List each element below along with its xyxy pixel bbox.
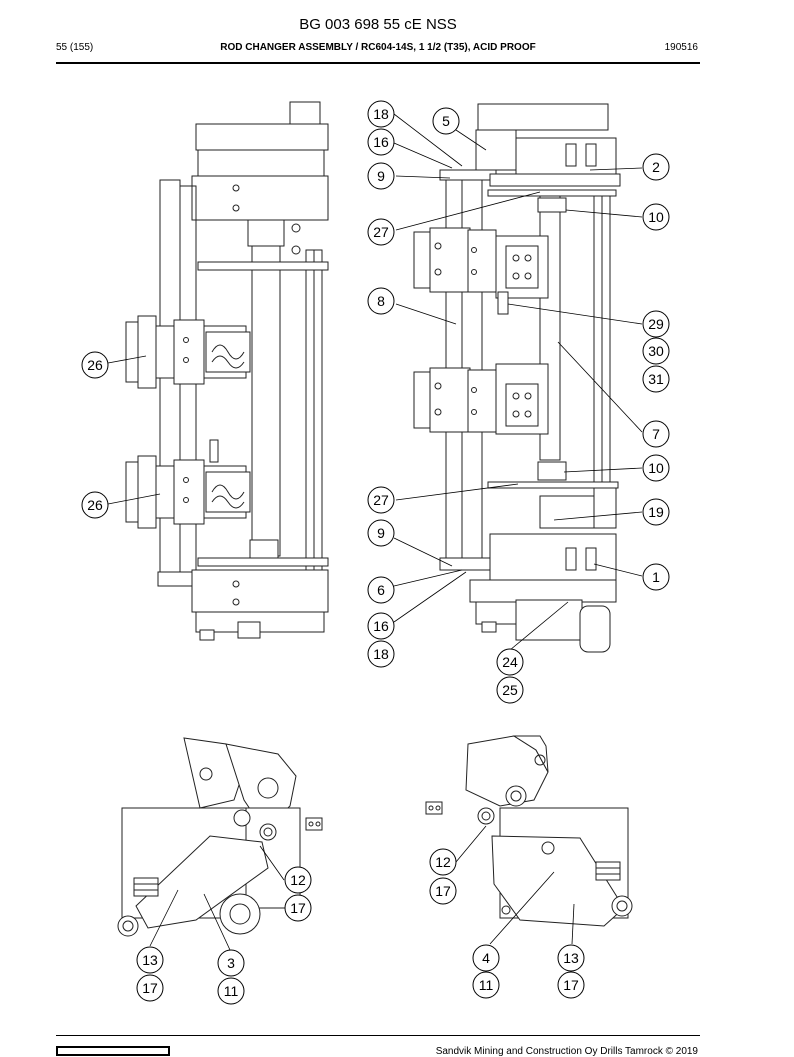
callout-10-top: 10 [642,203,670,231]
callout-26-upper: 26 [81,351,109,379]
footer-copyright: Sandvik Mining and Construction Oy Drill… [435,1046,698,1057]
callout-17-left-lower: 17 [136,974,164,1002]
svg-text:13: 13 [142,952,158,968]
callout-balloons: 18 5 16 2 9 10 27 8 29 30 26 31 7 10 26 … [81,100,670,1005]
svg-text:26: 26 [87,357,103,373]
callout-17-right-upper: 17 [429,877,457,905]
svg-text:11: 11 [224,983,239,999]
svg-text:12: 12 [290,872,306,888]
svg-text:17: 17 [563,977,579,993]
svg-text:31: 31 [648,371,664,387]
svg-text:13: 13 [563,950,579,966]
svg-text:16: 16 [373,618,389,634]
svg-text:17: 17 [142,980,158,996]
callout-11-left: 11 [217,977,245,1005]
bottom-right-detail-view [425,735,633,927]
callout-17-left-upper: 17 [284,894,312,922]
svg-text:17: 17 [290,900,306,916]
callout-18-top: 18 [367,100,395,128]
callout-8: 8 [367,287,395,315]
svg-text:7: 7 [652,426,660,442]
sandvik-logo [56,1046,170,1056]
svg-text:12: 12 [435,854,451,870]
svg-text:30: 30 [648,343,664,359]
callout-12-right: 12 [429,848,457,876]
svg-text:1: 1 [652,569,660,585]
svg-text:26: 26 [87,497,103,513]
callout-25: 25 [496,676,524,704]
callout-24: 24 [496,648,524,676]
svg-text:10: 10 [648,209,664,225]
svg-text:2: 2 [652,159,660,175]
svg-text:24: 24 [502,654,518,670]
callout-31: 31 [642,365,670,393]
callout-26-lower: 26 [81,491,109,519]
svg-text:6: 6 [377,582,385,598]
callout-2: 2 [642,153,670,181]
svg-text:9: 9 [377,525,385,541]
callout-18-bottom: 18 [367,640,395,668]
callout-3: 3 [217,949,245,977]
callout-30: 30 [642,337,670,365]
document-code: BG 003 698 55 cE NSS [299,16,457,33]
svg-text:4: 4 [482,950,490,966]
svg-text:27: 27 [373,224,389,240]
svg-text:3: 3 [227,955,235,971]
svg-text:19: 19 [648,504,664,520]
bottom-left-detail-view [117,737,323,937]
page-number: 55 (155) [56,42,94,53]
svg-text:8: 8 [377,293,385,309]
svg-text:11: 11 [479,977,494,993]
callout-27-bottom: 27 [367,486,395,514]
callout-5: 5 [432,107,460,135]
callout-12-left: 12 [284,866,312,894]
svg-text:10: 10 [648,460,664,476]
callout-27-top: 27 [367,218,395,246]
svg-text:5: 5 [442,113,450,129]
right-assembly-view [413,103,621,653]
callout-1: 1 [642,563,670,591]
svg-text:16: 16 [373,134,389,150]
page-title: ROD CHANGER ASSEMBLY / RC604-14S, 1 1/2 … [220,42,536,53]
svg-text:25: 25 [502,682,518,698]
footer-divider [56,1035,700,1036]
svg-text:18: 18 [373,106,389,122]
callout-9-bottom: 9 [367,519,395,547]
svg-text:29: 29 [648,316,664,332]
callout-7: 7 [642,420,670,448]
callout-19: 19 [642,498,670,526]
svg-text:18: 18 [373,646,389,662]
callout-11-right: 11 [472,971,500,999]
callout-29: 29 [642,310,670,338]
callout-10-bottom: 10 [642,454,670,482]
svg-text:9: 9 [377,168,385,184]
callout-9-top: 9 [367,162,395,190]
callout-17-right-lower: 17 [557,971,585,999]
document-date: 190516 [664,42,698,53]
callout-6: 6 [367,576,395,604]
callout-4: 4 [472,944,500,972]
leader-lines [107,113,643,951]
callout-16-bottom: 16 [367,612,395,640]
header-divider [56,62,700,64]
svg-text:17: 17 [435,883,451,899]
callout-16-top: 16 [367,128,395,156]
callout-13-right: 13 [557,944,585,972]
left-assembly-view [125,101,329,641]
callout-13-left: 13 [136,946,164,974]
svg-text:27: 27 [373,492,389,508]
